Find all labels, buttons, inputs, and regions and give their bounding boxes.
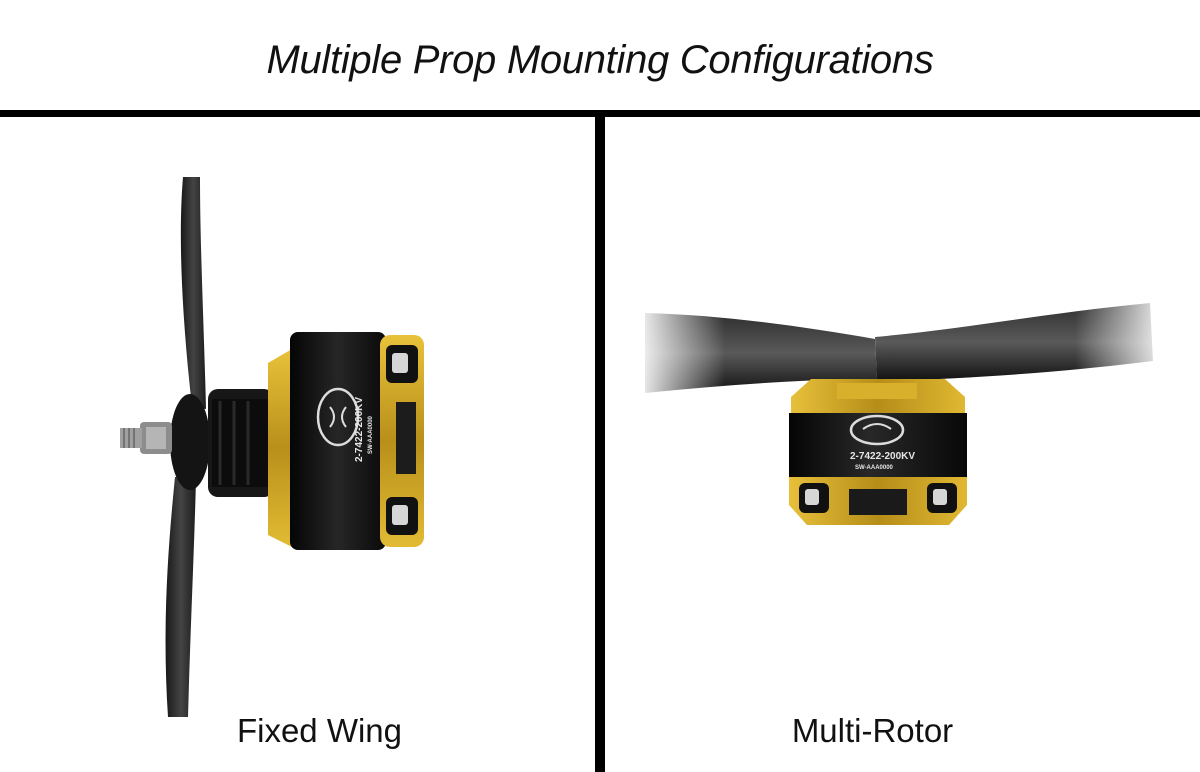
scorpion-logo	[316, 387, 360, 447]
motor-serial-label: SW-AAA0000	[855, 465, 894, 471]
multi-rotor-illustration: 2-7422-200KV SW-AAA0000	[635, 292, 1170, 525]
propeller-blade-bottom	[165, 477, 196, 717]
motor-model-label: 2-7422-200KV	[850, 451, 915, 462]
motor-model-label: 2-7422-200KV	[354, 397, 365, 462]
vertical-divider	[595, 110, 605, 772]
scorpion-logo	[849, 414, 905, 446]
motor-body	[290, 332, 386, 550]
shaft-bolt	[120, 428, 142, 448]
propeller-blade-top	[180, 177, 206, 409]
multi-rotor-caption: Multi-Rotor	[791, 712, 954, 749]
propeller-hub	[170, 394, 210, 490]
motor-gold-ring	[268, 349, 292, 547]
page-title: Multiple Prop Mounting Configurations	[266, 38, 934, 82]
fixed-wing-caption: Fixed Wing	[236, 712, 403, 749]
multi-rotor-panel: 2-7422-200KV SW-AAA0000 Multi-Rotor	[605, 117, 1200, 772]
fixed-wing-illustration: 2-7422-200KV SW-AAA0000	[120, 177, 424, 717]
fixed-wing-panel: 2-7422-200KV SW-AAA0000 Fixed Wing	[0, 117, 595, 772]
motor-serial-label: SW-AAA0000	[368, 415, 374, 454]
